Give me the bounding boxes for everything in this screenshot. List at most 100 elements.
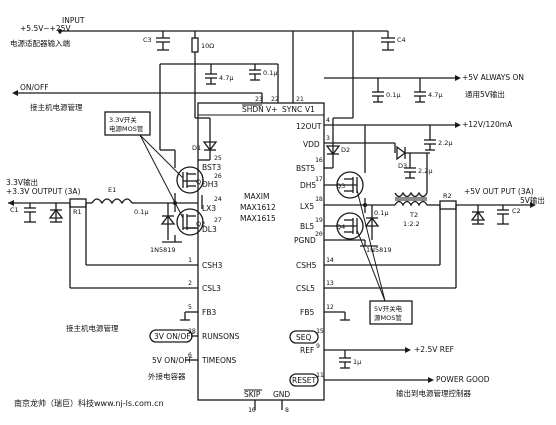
reset-box bbox=[289, 373, 319, 387]
label-r1: R1 bbox=[73, 208, 82, 216]
zener-left bbox=[48, 208, 64, 219]
diode-1n5819-a bbox=[160, 214, 176, 225]
label-to-ctrl: 输出到电源管理控制器 bbox=[396, 388, 471, 398]
zener-right bbox=[470, 210, 486, 221]
pin-24: 24 bbox=[214, 195, 222, 203]
label-power-good: POWER GOOD bbox=[436, 375, 490, 384]
label-mos33-line1: 3.3V开关 bbox=[109, 115, 137, 124]
pin-9: 9 bbox=[316, 342, 320, 350]
callout-mos33-arrow2 bbox=[139, 134, 184, 219]
label-v1: V1 bbox=[305, 105, 315, 114]
pin-25: 25 bbox=[214, 154, 222, 162]
pin-21: 21 bbox=[296, 95, 304, 103]
pin-11: 11 bbox=[316, 371, 324, 379]
pin-22: 22 bbox=[271, 95, 279, 103]
label-fb5: FB5 bbox=[300, 308, 314, 317]
label-c-1u: 1μ bbox=[353, 358, 361, 366]
pin-27: 27 bbox=[214, 216, 222, 224]
label-skip: SKIP bbox=[244, 390, 261, 399]
label-plus25v: +2.5V REF bbox=[414, 345, 454, 354]
label-c-2u2-a: 2.2μ bbox=[438, 139, 452, 147]
label-c-2u2-b: 2.2μ bbox=[418, 167, 432, 175]
label-c-4u7-b: 4.7μ bbox=[428, 91, 442, 99]
label-d2: D2 bbox=[341, 146, 350, 154]
arrow-5v-always bbox=[455, 75, 461, 81]
callout-mos33-arrow1 bbox=[139, 134, 184, 179]
label-mos33-line2: 电源MOS管 bbox=[109, 124, 144, 133]
resistor-r1 bbox=[69, 198, 87, 208]
transformer-t2-primary bbox=[394, 200, 428, 207]
label-ext-cap: 外接电容器 bbox=[148, 371, 186, 381]
label-c-0u1-b: 0.1μ bbox=[386, 91, 400, 99]
pin-5: 5 bbox=[188, 303, 192, 311]
label-r2: R2 bbox=[443, 192, 452, 200]
label-out33-1: 3.3V输出 bbox=[6, 177, 38, 187]
pin-8: 8 bbox=[285, 406, 289, 414]
label-c-0u1-c: 0.1μ bbox=[134, 208, 148, 216]
arrow-12v bbox=[455, 122, 461, 128]
label-bst3: BST3 bbox=[202, 163, 221, 172]
diode-1n5819-b bbox=[364, 216, 380, 227]
label-q3: Q3 bbox=[336, 182, 345, 190]
label-c-4u7-a: 4.7μ bbox=[219, 74, 233, 82]
label-c4: C4 bbox=[397, 36, 406, 44]
seq-box bbox=[289, 330, 319, 344]
arrow-on-off bbox=[12, 90, 18, 96]
pin-3: 3 bbox=[326, 134, 330, 142]
label-d1: D1 bbox=[192, 144, 201, 152]
pin-18: 18 bbox=[315, 195, 323, 203]
arrow-out5 bbox=[530, 202, 536, 208]
ic-body bbox=[197, 102, 325, 401]
label-csh3: CSH3 bbox=[202, 261, 223, 270]
transformer-t2-secondary bbox=[394, 191, 428, 198]
inductor-e1 bbox=[91, 198, 133, 205]
label-runsons: RUNSONS bbox=[202, 332, 240, 341]
label-lx3: LX3 bbox=[202, 204, 216, 213]
pin-1: 1 bbox=[188, 256, 192, 264]
resistor-r2 bbox=[439, 200, 457, 210]
callout-mos5-arrow2 bbox=[356, 229, 386, 302]
label-12out: 12OUT bbox=[296, 122, 322, 131]
pin-6: 6 bbox=[188, 351, 192, 359]
label-input: INPUT bbox=[62, 16, 85, 25]
label-1n5819-a: 1N5819 bbox=[150, 246, 176, 254]
label-plus5v-always: +5V ALWAYS ON bbox=[462, 73, 524, 82]
label-csh5: CSH5 bbox=[296, 261, 317, 270]
pin-2: 2 bbox=[188, 279, 192, 287]
label-chip2: MAX1612 bbox=[240, 203, 276, 212]
pin-15: 15 bbox=[316, 327, 324, 335]
label-plus12v: +12V/120mA bbox=[462, 120, 513, 129]
label-reset: RESET bbox=[292, 376, 316, 385]
label-sw5v: 5V ON/OFF bbox=[152, 356, 193, 365]
label-t2-ratio: 1:2.2 bbox=[403, 220, 420, 228]
pin-26: 26 bbox=[214, 172, 222, 180]
callout-mos33 bbox=[104, 111, 151, 136]
label-timeons: TIMEONS bbox=[201, 356, 237, 365]
label-bl5: BL5 bbox=[300, 222, 314, 231]
arrow-power-good bbox=[428, 377, 434, 383]
arrow-out33 bbox=[8, 200, 14, 206]
label-c-0u1-a: 0.1μ bbox=[263, 69, 277, 77]
label-seq: SEQ bbox=[296, 333, 311, 342]
label-pgnd: PGND bbox=[294, 236, 316, 245]
label-e1: E1 bbox=[108, 186, 116, 194]
label-d3: D3 bbox=[398, 162, 407, 170]
label-general-5v: 通用5V输出 bbox=[465, 89, 505, 99]
label-csl5: CSL5 bbox=[296, 284, 315, 293]
label-sw3v: 3V ON/OFF bbox=[154, 332, 195, 341]
label-mos5-line1: 5V开关电 bbox=[374, 304, 403, 313]
label-out5-2: 5V输出 bbox=[520, 195, 545, 205]
footer-credit: 南京龙帅（瑞巨）科技www.nj-ls.com.cn bbox=[14, 398, 164, 408]
pin-17: 17 bbox=[315, 175, 323, 183]
callout-mos5-arrow1 bbox=[356, 189, 386, 302]
label-q2: Q2 bbox=[196, 220, 205, 228]
pin-14: 14 bbox=[326, 256, 334, 264]
label-sync: SYNC bbox=[282, 105, 302, 114]
diode-d3 bbox=[396, 145, 407, 161]
pin-20: 20 bbox=[315, 230, 323, 238]
label-r10: 10Ω bbox=[201, 42, 214, 50]
pin-10: 10 bbox=[248, 406, 256, 414]
pin-19: 19 bbox=[315, 216, 323, 224]
pin-12: 12 bbox=[326, 303, 334, 311]
